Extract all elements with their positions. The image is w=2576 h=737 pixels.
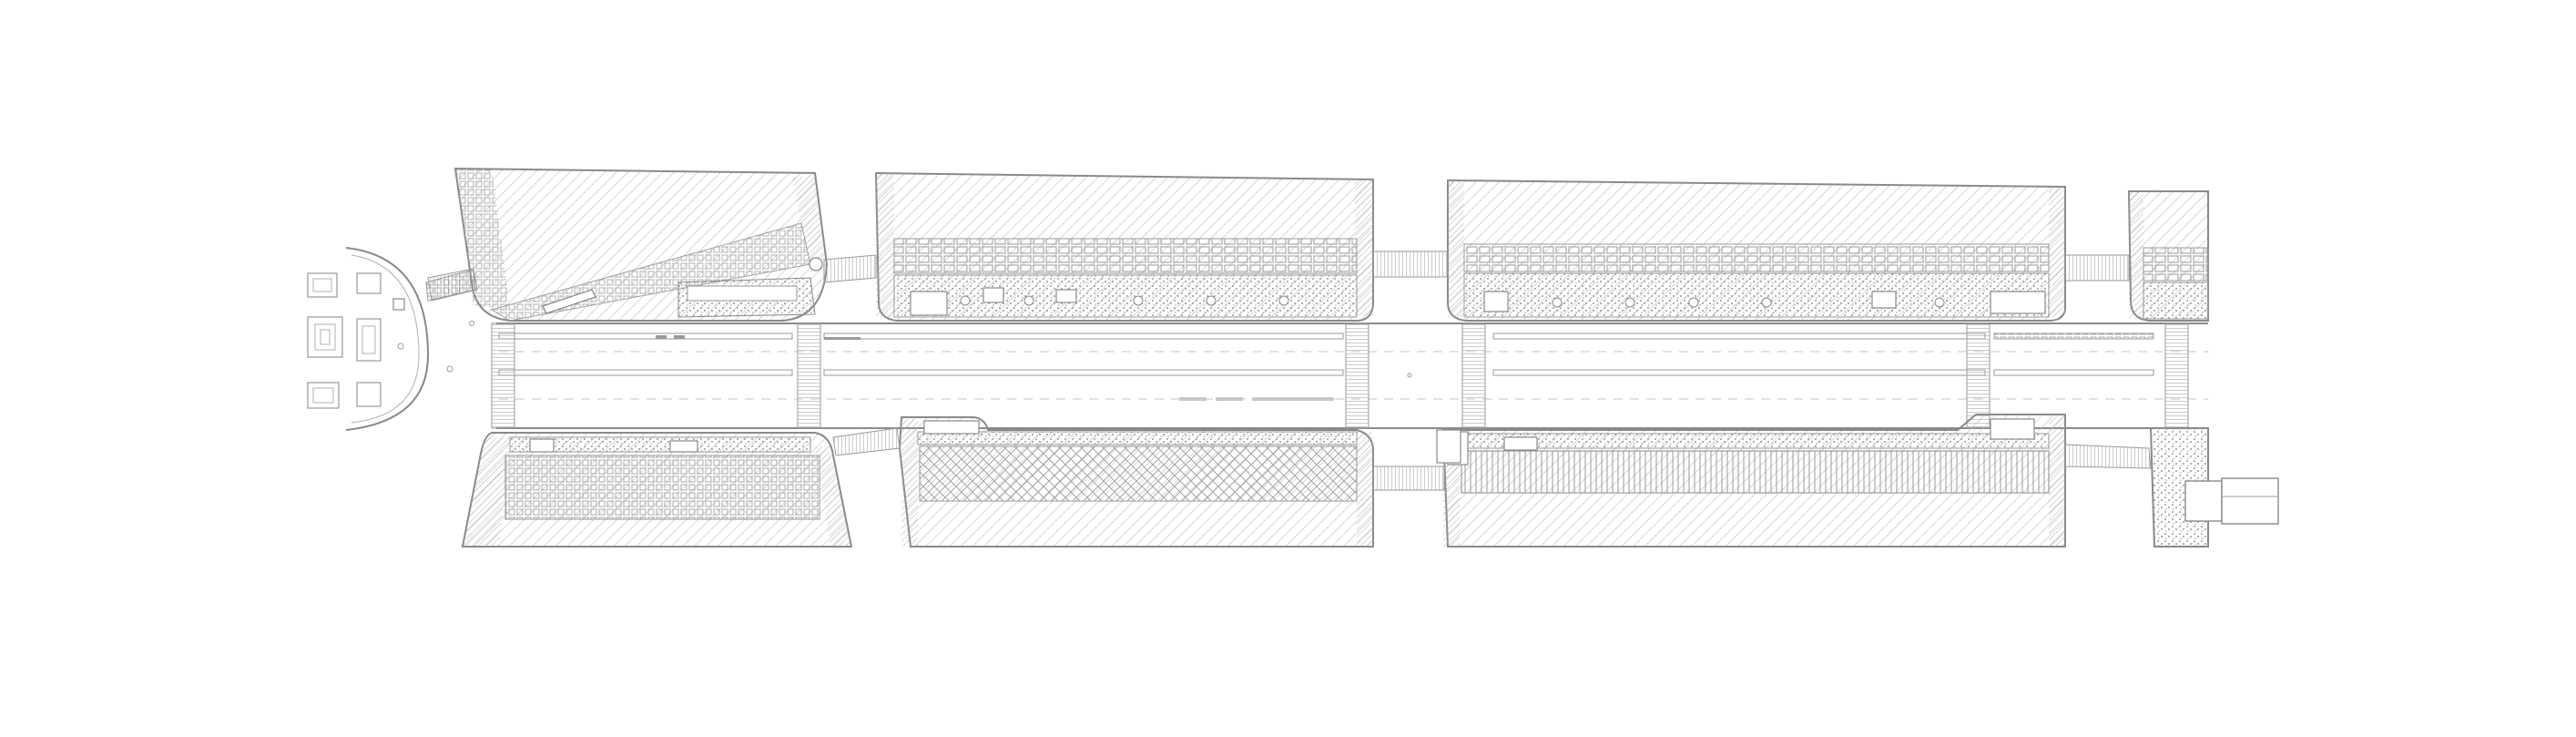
pedestrian-crossings-south bbox=[832, 427, 2152, 491]
north-block-2 bbox=[874, 171, 1374, 322]
south-block-3 bbox=[1441, 414, 2066, 548]
pedestrian-crossings-north bbox=[427, 251, 2130, 302]
south-block-4 bbox=[2149, 427, 2279, 548]
north-block-1 bbox=[453, 167, 829, 322]
north-block-4 bbox=[2127, 190, 2209, 322]
intersection-crossings bbox=[491, 322, 2189, 429]
south-block-2 bbox=[898, 416, 1374, 548]
north-block-3 bbox=[1447, 179, 2066, 322]
south-block-1 bbox=[461, 432, 853, 548]
